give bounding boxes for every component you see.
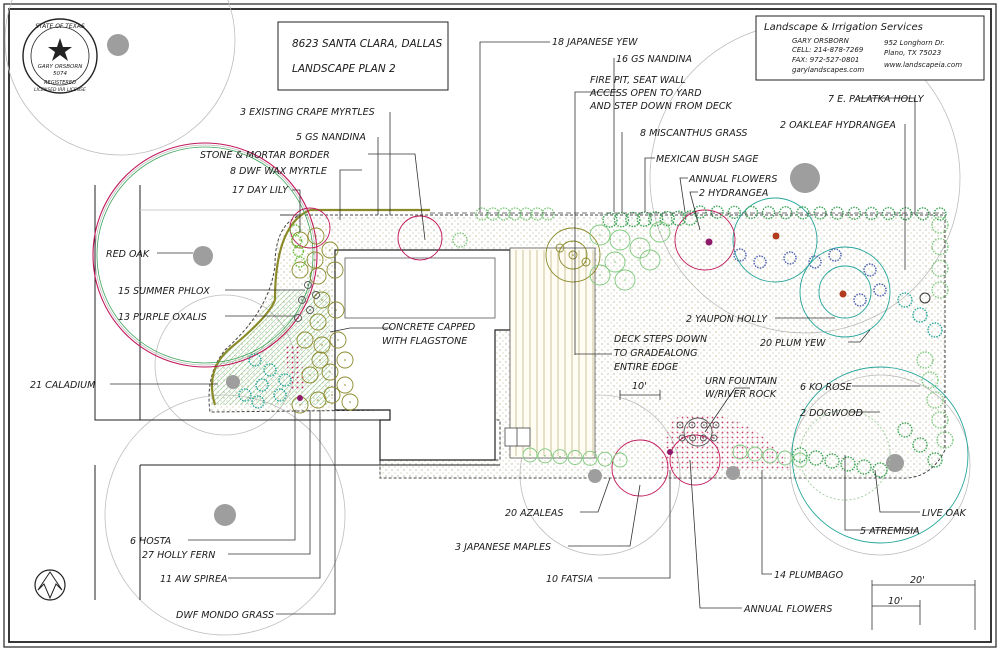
deck (504, 247, 596, 459)
label-hydrangea: 2 HYDRANGEA (699, 188, 768, 199)
label-deck-2: TO GRADEALONG (614, 348, 698, 359)
label-japanese-maples: 3 JAPANESE MAPLES (455, 542, 551, 553)
scale-bars: 10' 20' 10' (619, 381, 976, 630)
label-yaupon: 2 YAUPON HOLLY (686, 314, 768, 325)
outer-border (3, 3, 997, 648)
label-oakleaf: 2 OAKLEAF HYDRANGEA (780, 120, 896, 131)
label-bush-sage: MEXICAN BUSH SAGE (656, 154, 758, 165)
label-purple-oxalis: 13 PURPLE OXALIS (118, 312, 207, 323)
oxalis-bed (285, 345, 305, 392)
registration-seal: STATE OF TEXAS GARY ORSBORN 5074 REGISTE… (22, 18, 98, 94)
label-stone-border: STONE & MORTAR BORDER (200, 150, 330, 161)
address-box (277, 21, 449, 91)
leader-lines (110, 41, 920, 615)
red-oak-trunk (193, 246, 213, 266)
svg-text:GARY ORSBORN: GARY ORSBORN (38, 64, 83, 70)
accent-dots (297, 232, 931, 455)
label-hosta: 6 HOSTA (130, 536, 171, 547)
label-fire-pit-3: AND STEP DOWN FROM DECK (589, 101, 733, 112)
label-dogwood: 2 DOGWOOD (800, 408, 863, 419)
label-live-oak: LIVE OAK (922, 508, 967, 519)
label-gs-nandina-5: 5 GS NANDINA (296, 132, 366, 143)
inner-border (8, 8, 992, 643)
label-urn-1: URN FOUNTAIN (705, 376, 777, 387)
label-spirea: 11 AW SPIREA (160, 574, 228, 585)
label-miscanthus: 8 MISCANTHUS GRASS (640, 128, 747, 139)
company-box (755, 15, 985, 81)
stone-border-lower (210, 299, 277, 406)
plant-labels: 18 JAPANESE YEW 16 GS NANDINA FIRE PIT, … (30, 37, 967, 621)
label-plum-yew: 20 PLUM YEW (760, 338, 826, 349)
house-footprint (334, 249, 511, 461)
label-ko-rose: 6 KO ROSE (800, 382, 852, 393)
shrub-symbols (238, 205, 954, 478)
label-annual-flowers-bottom: ANNUAL FLOWERS (743, 604, 832, 615)
tree-trunks (107, 34, 904, 526)
label-urn-2: W/RIVER ROCK (705, 389, 777, 400)
svg-text:STATE OF TEXAS: STATE OF TEXAS (35, 23, 85, 30)
fax-number: FAX: 972-527-0801 (792, 56, 859, 64)
address-text: 8623 SANTA CLARA, DALLAS (292, 38, 443, 50)
tree-canopies (289, 197, 969, 544)
contact-name: GARY ORSBORN (792, 37, 850, 45)
label-concrete-1: CONCRETE CAPPED (382, 322, 475, 333)
cell-phone: CELL: 214-878-7269 (792, 46, 864, 54)
label-japanese-yew: 18 JAPANESE YEW (552, 37, 638, 48)
patio-slab (344, 257, 496, 319)
label-holly-fern: 27 HOLLY FERN (142, 550, 215, 561)
plan-title: LANDSCAPE PLAN 2 (292, 63, 396, 75)
label-summer-phlox: 15 SUMMER PHLOX (118, 286, 210, 297)
label-fire-pit-1: FIRE PIT, SEAT WALL (590, 75, 686, 86)
label-mondo: DWF MONDO GRASS (176, 610, 274, 621)
label-atremisia: 5 ATREMISIA (860, 526, 920, 537)
svg-text:5074: 5074 (53, 71, 67, 77)
label-palatka-holly: 7 E. PALATKA HOLLY (828, 94, 925, 105)
label-azaleas: 20 AZALEAS (505, 508, 563, 519)
svg-text:10': 10' (632, 381, 647, 392)
north-arrow-icon (34, 569, 66, 601)
label-caladium: 21 CALADIUM (30, 380, 95, 391)
city-address: Plano, TX 75023 (884, 49, 941, 57)
label-wax-myrtle: 8 DWF WAX MYRTLE (230, 166, 327, 177)
email: garylandscapes.com (792, 66, 864, 74)
label-concrete-2: WITH FLAGSTONE (382, 336, 467, 347)
website: www.landscapeia.com (884, 61, 962, 69)
label-plumbago: 14 PLUMBAGO (774, 570, 844, 581)
svg-text:20': 20' (910, 575, 925, 586)
red-oak-canopy (92, 142, 318, 368)
label-day-lily: 17 DAY LILY (232, 185, 289, 196)
label-red-oak: RED OAK (106, 249, 150, 260)
label-deck-3: ENTIRE EDGE (614, 362, 678, 373)
label-fire-pit-2: ACCESS OPEN TO YARD (589, 88, 702, 99)
label-deck-1: DECK STEPS DOWN (614, 334, 707, 345)
label-crape-myrtles: 3 EXISTING CRAPE MYRTLES (240, 107, 375, 118)
star-icon (48, 38, 72, 61)
svg-text:LICENSED IRR LICENSE: LICENSED IRR LICENSE (34, 87, 86, 93)
label-gs-nandina-16: 16 GS NANDINA (616, 54, 692, 65)
street-address: 952 Longhorn Dr. (884, 39, 945, 47)
svg-text:REGISTERED: REGISTERED (44, 80, 76, 86)
label-annual-flowers-top: ANNUAL FLOWERS (688, 174, 777, 185)
svg-text:10': 10' (888, 596, 903, 607)
company-name: Landscape & Irrigation Services (764, 22, 923, 33)
label-fatsia: 10 FATSIA (546, 574, 593, 585)
